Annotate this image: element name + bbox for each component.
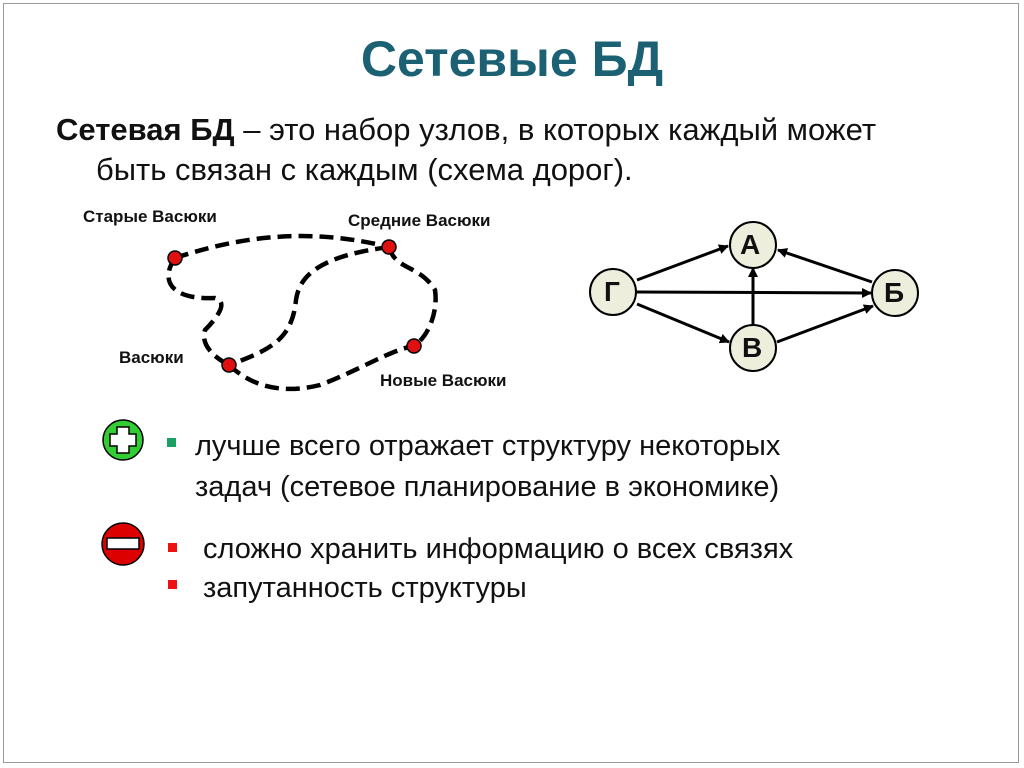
town-marker [167, 250, 183, 266]
icons [101, 419, 145, 566]
town-label: Васюки [119, 348, 184, 367]
node-label: Б [884, 277, 905, 308]
road-map [166, 233, 438, 392]
pro-item: задач (сетевое планирование в экономике) [195, 471, 780, 503]
graph-edges [636, 244, 874, 344]
town-label: Старые Васюки [83, 207, 217, 226]
town-label: Новые Васюки [380, 371, 507, 390]
town-marker [406, 338, 422, 354]
definition-term: Сетевая БД [56, 112, 235, 147]
town-label: Средние Васюки [348, 211, 491, 230]
node-label: Г [604, 276, 620, 307]
definition-text: – это набор узлов, в которых каждый може… [234, 112, 877, 147]
edge [636, 244, 729, 282]
node-a [729, 221, 777, 269]
town-marker [381, 239, 397, 255]
road [174, 233, 390, 261]
node-label: В [742, 332, 763, 363]
definition-text-line2: быть связан с каждым (схема дорог). [96, 152, 633, 187]
edge [776, 304, 874, 344]
town-markers [167, 239, 422, 373]
edge [636, 302, 730, 344]
bullet-green [167, 438, 176, 447]
node-label: А [740, 229, 761, 260]
road [228, 244, 390, 368]
pro-item: лучше всего отражает структуру некоторых [195, 430, 781, 462]
node-b [871, 269, 919, 317]
bullet-red [168, 543, 177, 552]
definition: Сетевая БД – это набор узлов, в которых … [56, 110, 976, 190]
edge [777, 248, 873, 284]
node-g [589, 268, 637, 316]
con-item: запутанность структуры [203, 572, 527, 604]
road [227, 343, 415, 392]
town-marker [221, 357, 237, 373]
slide-frame [3, 3, 1019, 763]
bullet-red [168, 580, 177, 589]
node-v [729, 324, 777, 372]
road [166, 256, 231, 368]
road [386, 246, 438, 348]
graph-nodes [589, 221, 919, 372]
slide-title: Сетевые БД [360, 31, 664, 87]
con-item: сложно хранить информацию о всех связях [203, 533, 794, 565]
